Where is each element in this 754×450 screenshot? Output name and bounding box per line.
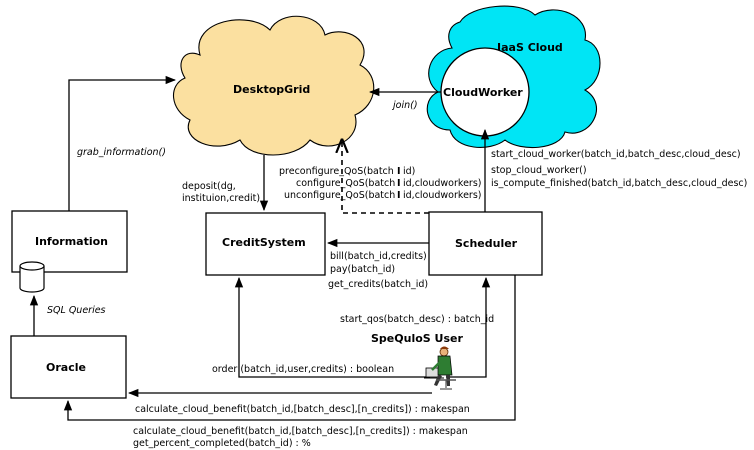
- creditsystem-label: CreditSystem: [222, 236, 306, 249]
- cloudworker-label: CloudWorker: [443, 86, 523, 99]
- oracle-box: [10, 335, 127, 399]
- grab-information-label: grab_information(): [77, 147, 166, 158]
- information-label: Information: [35, 235, 108, 248]
- qos-label-2a: configure_QoS(batch: [296, 178, 395, 189]
- database-icon: [19, 261, 45, 293]
- calc-sched-label-2: get_percent_completed(batch_id) : %: [133, 438, 311, 449]
- get-credits-label: get_credits(batch_id): [328, 279, 428, 290]
- scheduler-label: Scheduler: [455, 237, 518, 250]
- bill-label: bill(batch_id,credits): [330, 251, 427, 262]
- calc-sched-label-1: calculate_cloud_benefit(batch_id,[batch_…: [133, 426, 468, 437]
- desktopgrid-cloud: DesktopGrid: [172, 15, 375, 156]
- deposit-label-line2: instituion,credit): [182, 193, 260, 204]
- order-label: order (batch_id,user,credits) : boolean: [212, 364, 394, 375]
- qos-label-1-i: I: [397, 166, 401, 177]
- worker-label-1: start_cloud_worker(batch_id,batch_desc,c…: [491, 149, 741, 160]
- desktopgrid-cloud-shape: [172, 15, 375, 156]
- worker-label-2: stop_cloud_worker(): [491, 165, 587, 176]
- desktopgrid-label: DesktopGrid: [233, 83, 310, 96]
- qos-label-3a: unconfigure_QoS(batch: [284, 190, 395, 201]
- join-label: join(): [391, 100, 418, 111]
- qos-dashed-arrow: [342, 140, 429, 214]
- qos-label-2-i: I: [397, 178, 401, 189]
- user-label: SpeQuloS User: [371, 332, 463, 345]
- qos-label-3-i: I: [397, 190, 401, 201]
- scheduler-oracle-arrow: [63, 275, 516, 421]
- start-qos-label: start_qos(batch_desc) : batch_id: [340, 314, 494, 325]
- start-qos-arrow: [446, 276, 491, 378]
- sql-queries-label: SQL Queries: [47, 305, 106, 316]
- order-arrow: [234, 276, 430, 378]
- qos-label-3b: id,cloudworkers): [403, 190, 481, 201]
- deposit-label-line1: deposit(dg,: [182, 181, 236, 192]
- qos-label-2b: id,cloudworkers): [403, 178, 481, 189]
- iaas-cloud-label: IaaS Cloud: [497, 41, 563, 54]
- user-at-computer-icon: [424, 346, 456, 390]
- creditsystem-box: [205, 212, 326, 276]
- worker-label-3: is_compute_finished(batch_id,batch_desc,…: [491, 178, 747, 189]
- iaas-cloud: IaaS Cloud CloudWorker: [426, 5, 601, 149]
- pay-label: pay(batch_id): [330, 264, 395, 275]
- calc-user-label: calculate_cloud_benefit(batch_id,[batch_…: [135, 404, 470, 415]
- qos-label-1a: preconfigure_QoS(batch: [279, 166, 394, 177]
- grab-information-arrow: [68, 75, 177, 211]
- qos-label-1b: id): [403, 166, 415, 177]
- oracle-label: Oracle: [46, 361, 86, 374]
